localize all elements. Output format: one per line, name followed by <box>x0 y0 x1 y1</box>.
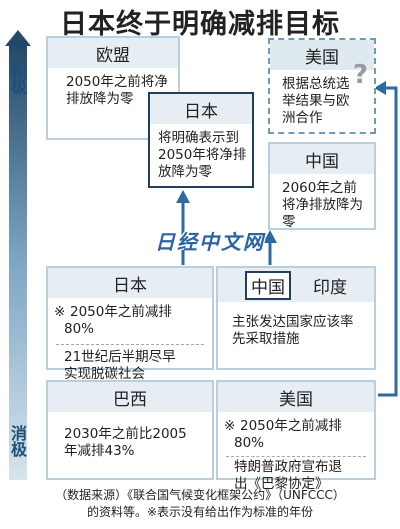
axis-label-negative: 消极 <box>8 425 27 457</box>
box-japan-mid-body1: ※2050年之前减排80% <box>48 298 212 338</box>
box-us-top-head: 美国 <box>270 40 374 70</box>
axis-label-positive: 积极 <box>8 62 27 94</box>
box-japan-mid-head: 日本 <box>48 268 212 298</box>
box-japan-top: 日本 将明确表示到2050年将净排放降为零 <box>148 92 254 188</box>
box-japan-mid-body2: 21世纪后半期尽早实现脱碳社会 <box>64 349 176 382</box>
arrow-china-up-head <box>263 230 277 243</box>
watermark: 日经中文网 <box>155 230 265 254</box>
source-note-line1: （数据来源）《联合国气候变化框架公约》（UNFCCC） <box>55 488 345 502</box>
divider <box>56 344 204 345</box>
arrow-japan-up-head <box>176 190 190 203</box>
box-china-india-body: 主张发达国家应该率先采取措施 <box>232 314 354 347</box>
india-label: 印度 <box>313 278 347 298</box>
box-brazil: 巴西 2030年之前比2005年减排43% <box>46 380 214 480</box>
box-us-top: 美国 根据总统选举结果与欧洲合作 ? <box>268 38 376 134</box>
box-japan-top-body: 将明确表示到2050年将净排放降为零 <box>158 130 247 180</box>
divider <box>226 456 366 457</box>
box-us-bottom: 美国 ※2050年之前减排80% 特朗普政府宣布退出《巴黎协定》 <box>216 380 376 492</box>
question-mark-icon: ? <box>352 60 368 90</box>
box-brazil-body: 2030年之前比2005年减排43% <box>64 426 187 459</box>
box-japan-top-head: 日本 <box>150 94 252 124</box>
china-tag: 中国 <box>245 271 291 300</box>
box-brazil-head: 巴西 <box>48 382 212 412</box>
arrow-us-up-head <box>374 81 386 95</box>
arrow-us-up <box>378 86 398 397</box>
note-mark: ※ <box>224 418 236 434</box>
box-china-top: 中国 2060年之前将净排放降为零 <box>268 142 376 230</box>
box-us-bottom-body1: ※2050年之前减排80% <box>218 412 374 452</box>
page-title: 日本终于明确减排目标 <box>60 9 340 40</box>
box-china-india-head: 中国 印度 <box>218 268 374 302</box>
box-eu-body: 2050年之前将净排放降为零 <box>66 74 168 107</box>
box-eu: 欧盟 2050年之前将净排放降为零 <box>46 36 180 140</box>
axis-arrow-head <box>5 30 31 46</box>
box-us-bottom-head: 美国 <box>218 382 374 412</box>
box-japan-mid-text1: 2050年之前减排80% <box>64 304 172 337</box>
axis-arrow-shaft <box>9 45 27 480</box>
positivity-axis <box>5 30 31 480</box>
note-mark: ※ <box>54 304 66 320</box>
box-us-bottom-body2: 特朗普政府宣布退出《巴黎协定》 <box>234 459 342 492</box>
box-us-top-body: 根据总统选举结果与欧洲合作 <box>282 76 350 126</box>
box-eu-head: 欧盟 <box>48 38 178 68</box>
source-note: （数据来源）《联合国气候变化框架公约》（UNFCCC） 的资料等。※表示没有给出… <box>0 487 400 521</box>
box-china-top-body: 2060年之前将净排放降为零 <box>282 180 363 230</box>
box-china-top-head: 中国 <box>270 144 374 174</box>
box-japan-mid: 日本 ※2050年之前减排80% 21世纪后半期尽早实现脱碳社会 <box>46 266 214 382</box>
box-us-bottom-text1: 2050年之前减排80% <box>234 418 342 451</box>
box-china-india: 中国 印度 主张发达国家应该率先采取措施 <box>216 266 376 370</box>
source-note-line2: 的资料等。※表示没有给出作为标准的年份 <box>86 505 314 519</box>
